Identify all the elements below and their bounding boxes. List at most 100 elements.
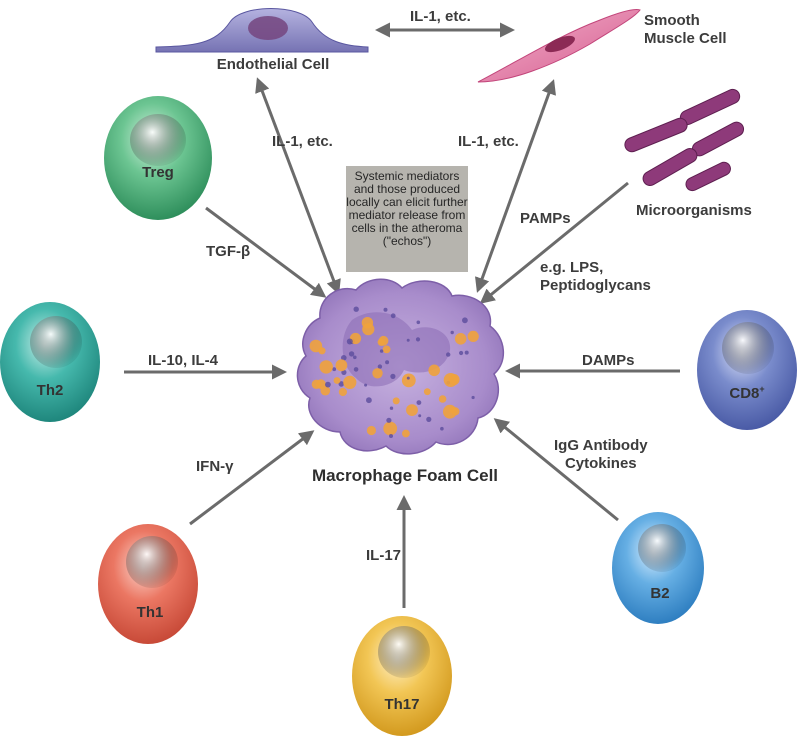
lipid-droplet <box>438 395 447 403</box>
lipid-droplet <box>443 404 457 419</box>
lipid-droplet <box>311 379 322 389</box>
granule-dot <box>379 349 384 353</box>
endothelial-cell <box>155 8 369 53</box>
granule-dot <box>348 351 355 357</box>
label-igg-cytokines: IgG Antibody Cytokines <box>554 437 648 472</box>
smooth-muscle-cell <box>477 9 641 83</box>
lipid-droplet <box>383 421 398 436</box>
lipid-droplet <box>335 359 348 372</box>
lipid-droplet <box>443 373 458 387</box>
arrow-th1-foam <box>189 430 315 526</box>
granule-dot <box>450 330 454 335</box>
label-il1-top: IL-1, etc. <box>410 8 471 25</box>
granule-dot <box>341 369 347 375</box>
label-ifn-gamma: IFN-γ <box>196 458 234 475</box>
granule-dot <box>366 397 372 404</box>
arrow-smooth-muscle-foam <box>475 79 556 293</box>
label-il17: IL-17 <box>366 547 402 564</box>
label-microorganisms: Microorganisms <box>636 202 752 219</box>
granule-dot <box>353 306 359 312</box>
granule-dot <box>416 320 421 325</box>
granule-dot <box>386 417 392 423</box>
granule-dot <box>341 355 347 361</box>
label-pamps: PAMPs <box>520 210 571 227</box>
lipid-droplet <box>428 364 441 377</box>
th2-cell <box>0 302 100 422</box>
granule-dot <box>346 338 353 345</box>
mediator-note: Systemic mediators and those produced lo… <box>346 166 468 272</box>
label-th2: Th2 <box>36 382 64 399</box>
microorganisms <box>624 88 745 192</box>
granule-dot <box>385 360 390 365</box>
granule-dot <box>390 313 396 319</box>
arrow-treg-foam <box>205 206 327 298</box>
b2-cell <box>612 512 704 624</box>
lipid-droplet <box>406 404 418 416</box>
lipid-droplet <box>467 330 479 342</box>
label-cd8-sup: + <box>759 384 765 394</box>
label-cd8: CD8+ <box>712 384 782 402</box>
lipid-droplet <box>319 360 333 374</box>
granule-dot <box>389 406 394 410</box>
lipid-droplet <box>366 425 376 436</box>
granule-dot <box>406 338 410 342</box>
granule-dot <box>406 376 410 380</box>
granule-dot <box>390 373 396 379</box>
lipid-droplet <box>401 373 416 388</box>
granule-dot <box>338 381 345 387</box>
lipid-droplet <box>333 377 341 384</box>
granule-dot <box>364 383 368 387</box>
cd8-cell <box>697 310 797 430</box>
lipid-droplet <box>454 333 467 345</box>
lipid-droplet <box>362 323 375 336</box>
granule-dot <box>416 400 422 405</box>
label-b2: B2 <box>650 585 670 602</box>
label-il1-smooth-muscle: IL-1, etc. <box>458 133 519 150</box>
arrow-endothelial-foam <box>255 77 341 295</box>
granule-dot <box>383 307 388 312</box>
label-treg: Treg <box>142 164 174 181</box>
lipid-droplet <box>309 339 323 353</box>
label-damps: DAMPs <box>582 352 635 369</box>
label-tgf-beta: TGF-β <box>206 243 251 260</box>
granule-dot <box>325 381 331 388</box>
granule-dot <box>446 352 451 357</box>
label-il10-il4: IL-10, IL-4 <box>148 352 219 369</box>
granule-dot <box>418 414 422 418</box>
label-cd8-text: CD8 <box>729 385 760 402</box>
foam-cell-title: Macrophage Foam Cell <box>311 466 499 485</box>
foam-cell-granules <box>309 306 479 438</box>
label-th1: Th1 <box>136 604 164 621</box>
label-il1-endothelial: IL-1, etc. <box>272 133 333 150</box>
label-smooth-muscle-cell: Smooth Muscle Cell <box>644 12 727 47</box>
label-lps: e.g. LPS, Peptidoglycans <box>540 259 651 294</box>
granule-dot <box>377 364 383 369</box>
granule-dot <box>440 426 444 431</box>
granule-dot <box>332 367 337 372</box>
lipid-droplet <box>402 429 410 438</box>
lipid-droplet <box>343 375 357 389</box>
treg-cell <box>104 96 212 220</box>
granule-dot <box>462 317 468 324</box>
granule-dot <box>353 355 357 360</box>
lipid-droplet <box>372 368 383 379</box>
arrow-b2-foam <box>493 418 619 522</box>
granule-dot <box>415 337 421 342</box>
granule-dot <box>353 367 359 372</box>
granule-dot <box>464 350 469 355</box>
th1-cell <box>98 524 198 644</box>
granule-dot <box>459 350 464 356</box>
label-th17: Th17 <box>384 696 420 713</box>
lipid-droplet <box>382 345 391 354</box>
label-endothelial-cell: Endothelial Cell <box>216 56 330 73</box>
th17-cell <box>352 616 452 736</box>
lipid-droplet <box>392 397 400 405</box>
granule-dot <box>471 395 475 400</box>
granule-dot <box>389 434 393 438</box>
lipid-droplet <box>377 338 385 346</box>
granule-dot <box>426 416 432 422</box>
lipid-droplet <box>423 388 431 396</box>
arrows <box>124 22 680 608</box>
lipid-droplet <box>338 387 347 397</box>
